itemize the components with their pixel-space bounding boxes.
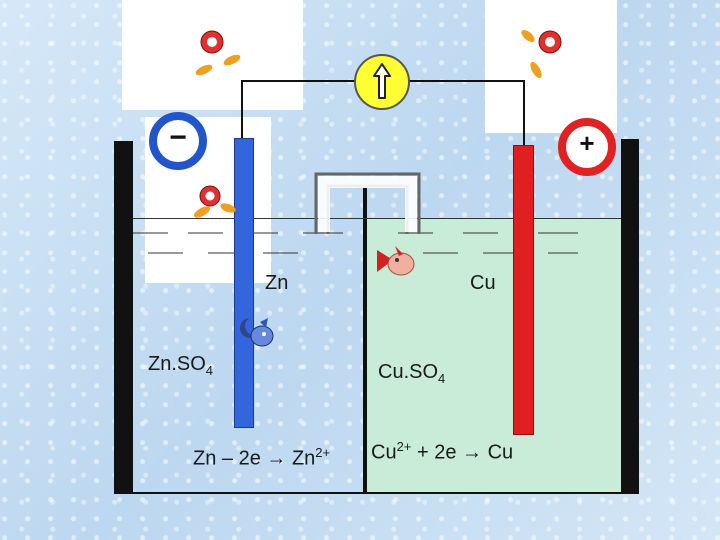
salt-bridge <box>314 172 421 234</box>
negative-terminal: − <box>149 112 207 170</box>
zinc-electrode <box>234 138 254 428</box>
anode-reaction: Zn – 2e → Zn2+ <box>193 445 330 471</box>
electron-icon <box>193 185 236 218</box>
cathode-reaction-product: Cu <box>482 441 514 464</box>
beaker-bottom <box>114 492 639 494</box>
zinc-sulfate-label: Zn.SO4 <box>148 353 213 378</box>
cathode-reaction: Cu2+ + 2e → Cu <box>371 439 513 465</box>
cathode-reaction-charge: 2+ <box>396 439 412 454</box>
white-panel-top-right <box>485 0 617 133</box>
copper-ion-icon <box>377 246 415 276</box>
surface-strokes <box>133 232 578 254</box>
cathode-reaction-rhs: + 2e <box>411 441 463 464</box>
beaker-left-wall <box>114 141 133 492</box>
porous-membrane <box>363 187 367 492</box>
copper-electrode <box>513 145 534 435</box>
cathode-reaction-reactant: Cu <box>371 441 397 464</box>
positive-sign: + <box>579 128 595 158</box>
galvanometer <box>354 54 410 110</box>
zinc-ion-icon <box>240 318 274 347</box>
anode-reaction-product: Zn <box>286 447 316 470</box>
wire-left-vertical <box>241 80 243 138</box>
negative-sign: − <box>169 121 187 154</box>
water-surface-line <box>133 218 621 219</box>
zinc-sulfate-formula: Zn.SO <box>148 353 206 375</box>
arrow-right-icon: → <box>462 441 483 464</box>
copper-label: Cu <box>470 272 496 294</box>
arrow-up-icon <box>373 63 391 99</box>
copper-sulfate-label: Cu.SO4 <box>378 361 445 386</box>
copper-sulfate-formula: Cu.SO <box>378 361 439 383</box>
electron-icon <box>521 30 562 79</box>
copper-sulfate-subscript: 4 <box>438 371 446 386</box>
wire-right-vertical <box>523 80 525 145</box>
zinc-label: Zn <box>265 272 289 294</box>
anode-reaction-charge: 2+ <box>315 445 331 460</box>
positive-terminal: + <box>558 118 616 176</box>
white-panel-top-left <box>122 0 303 110</box>
electron-icon <box>195 30 241 76</box>
arrow-right-icon: → <box>266 447 287 470</box>
zinc-sulfate-subscript: 4 <box>205 363 214 378</box>
anode-reaction-lhs: Zn – 2e <box>193 447 267 470</box>
beaker-right-wall <box>621 139 639 492</box>
